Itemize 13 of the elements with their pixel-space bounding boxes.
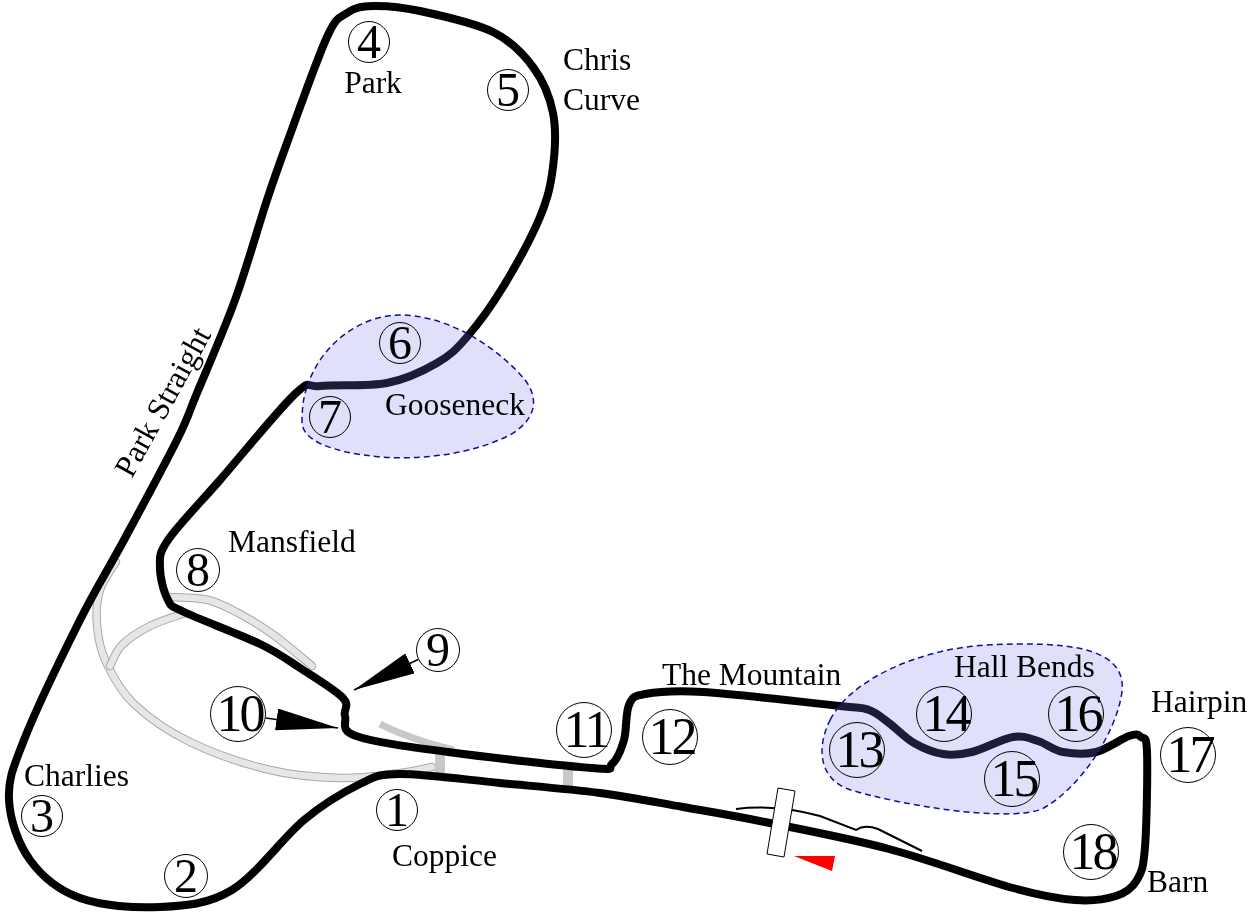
highlight-zone <box>300 314 535 459</box>
corner-name: Hairpin <box>1151 685 1248 719</box>
pointer-arrow <box>264 708 339 731</box>
corner-name: Barn <box>1147 865 1209 899</box>
corner-name: Chris Curve <box>563 41 641 119</box>
pointer-arrow <box>353 653 419 691</box>
corner-name: Coppice <box>392 839 497 873</box>
corner-name: Charlies <box>24 759 129 793</box>
corner-name: Mansfield <box>228 525 356 559</box>
corner-name: Park <box>344 66 402 100</box>
zone-label: Hall Bends <box>954 650 1095 684</box>
section-name: The Mountain <box>662 658 842 692</box>
zone-label: Gooseneck <box>385 388 525 422</box>
